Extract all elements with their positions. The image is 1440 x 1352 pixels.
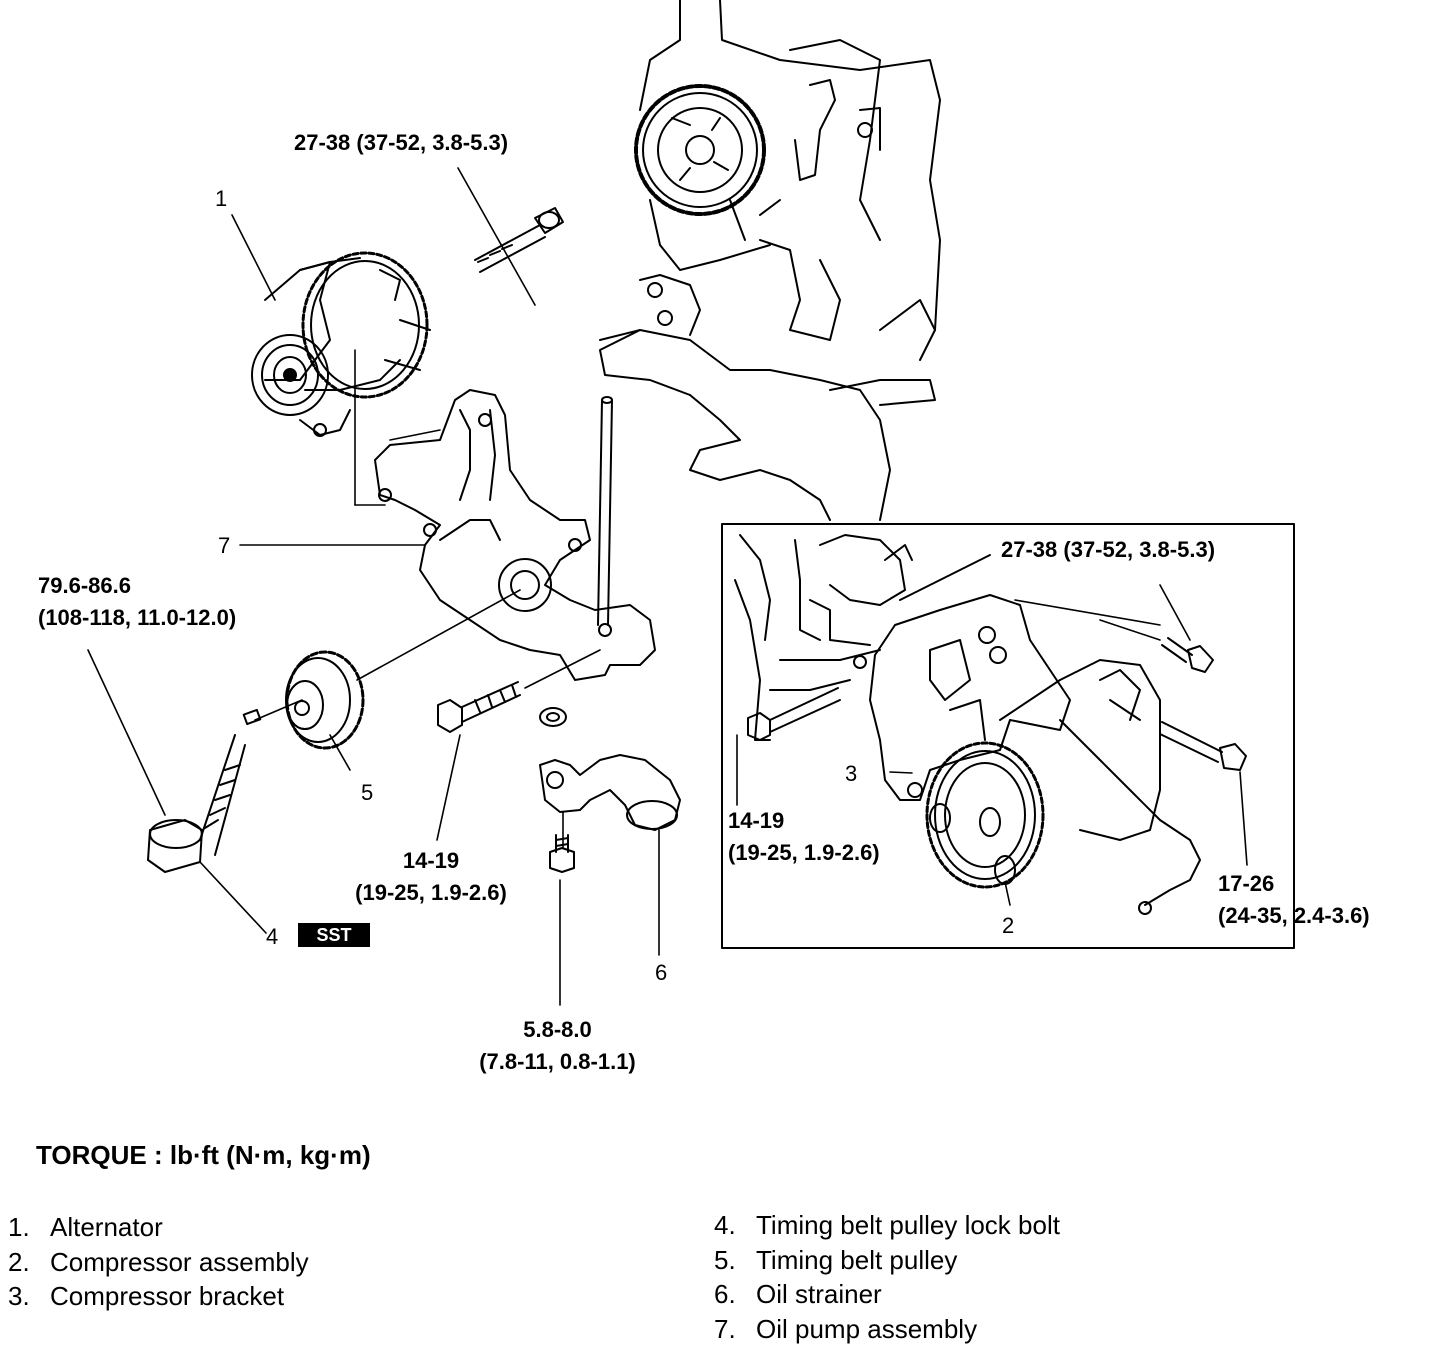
compressor-top-bolt [1161, 637, 1214, 673]
bracket-washer [853, 655, 867, 669]
oil-pump-assembly [374, 389, 656, 681]
legend-item: 5. Timing belt pulley [714, 1243, 1060, 1278]
alternator [251, 251, 431, 437]
compressor-side-bolt [1159, 721, 1247, 771]
legend-number: 5. [714, 1244, 736, 1275]
camshaft-pulley [634, 84, 766, 216]
legend-item: 3. Compressor bracket [8, 1279, 309, 1314]
legend-label: Timing belt pulley [756, 1244, 958, 1275]
legend-right: 4. Timing belt pulley lock bolt 5. Timing … [714, 1208, 1060, 1346]
legend-item: 2. Compressor assembly [8, 1245, 309, 1280]
dipstick-tube [597, 396, 613, 626]
torque-line: (19-25, 1.9-2.6) [355, 880, 507, 905]
legend-item: 1. Alternator [8, 1210, 309, 1245]
torque-bracket-bolt: 14-19 (19-25, 1.9-2.6) [728, 805, 880, 869]
torque-pulley-lock-bolt: 79.6-86.6 (108-118, 11.0-12.0) [38, 570, 236, 634]
timing-belt-pulley [285, 650, 365, 750]
legend-number: 1. [8, 1212, 30, 1242]
torque-line: 14-19 [728, 808, 785, 833]
woodruff-key [242, 708, 262, 726]
torque-oil-pump-bolt: 14-19 (19-25, 1.9-2.6) [331, 845, 531, 909]
alternator-bolt [474, 207, 564, 273]
legend-label: Compressor assembly [50, 1246, 309, 1277]
torque-compressor-top-bolt: 27-38 (37-52, 3.8-5.3) [1001, 534, 1215, 566]
torque-line: (7.8-11, 0.8-1.1) [479, 1049, 636, 1074]
sst-badge: SST [298, 923, 370, 947]
legend-number: 6. [714, 1279, 736, 1309]
callout-2: 2 [1002, 913, 1015, 938]
legend-left: 1. Alternator 2. Compressor assembly 3. Com… [8, 1210, 309, 1314]
callout-5: 5 [361, 780, 374, 805]
compressor-bracket [869, 594, 1071, 801]
torque-unit-heading: TORQUE : lb·ft (N·m, kg·m) [36, 1140, 371, 1170]
torque-strainer-bolt: 5.8-8.0 (7.8-11, 0.8-1.1) [455, 1014, 660, 1078]
callout-6: 6 [655, 960, 668, 985]
strainer-bolt [549, 834, 575, 873]
callout-7: 7 [218, 533, 231, 558]
torque-line: (19-25, 1.9-2.6) [728, 840, 880, 865]
legend-item: 7. Oil pump assembly [714, 1312, 1060, 1347]
oil-strainer [539, 754, 681, 831]
compressor-inset-frame [721, 523, 1295, 949]
inset-leader-lines [736, 584, 1248, 906]
legend-number: 7. [714, 1313, 736, 1344]
bracket-bolt [747, 687, 841, 741]
torque-line: (24-35, 2.4-3.6) [1218, 903, 1370, 928]
torque-line: 27-38 (37-52, 3.8-5.3) [1001, 537, 1216, 562]
legend-number: 3. [8, 1281, 30, 1311]
legend-label: Compressor bracket [50, 1281, 285, 1311]
legend-item: 6. Oil strainer [714, 1277, 1060, 1312]
torque-line: 5.8-8.0 [523, 1017, 592, 1042]
compressor-assembly [925, 659, 1201, 915]
torque-line: (108-118, 11.0-12.0) [38, 605, 237, 630]
torque-compressor-side-bolt: 17-26 (24-35, 2.4-3.6) [1218, 868, 1370, 932]
oil-pump-bolt [437, 681, 521, 733]
legend-label: Timing belt pulley lock bolt [756, 1210, 1060, 1240]
torque-line: 14-19 [402, 848, 460, 873]
legend-item: 4. Timing belt pulley lock bolt [714, 1208, 1060, 1243]
legend-number: 4. [714, 1210, 736, 1240]
washer-hole [546, 712, 560, 722]
engine-block [599, 0, 941, 521]
legend-label: Oil pump assembly [756, 1313, 978, 1344]
torque-line: 17-26 [1218, 871, 1275, 896]
torque-line: 27-38 (37-52, 3.8-5.3) [294, 130, 509, 155]
pulley-lock-bolt [147, 734, 246, 873]
legend-number: 2. [8, 1246, 30, 1277]
callout-4: 4 [266, 924, 279, 949]
legend-label: Alternator [50, 1212, 163, 1242]
legend-label: Oil strainer [756, 1279, 882, 1309]
callout-1: 1 [215, 186, 228, 211]
washer [539, 707, 567, 727]
callout-3: 3 [845, 761, 858, 786]
torque-alternator-bolt: 27-38 (37-52, 3.8-5.3) [294, 127, 508, 159]
leader-lines [87, 167, 660, 1006]
torque-line: 79.6-86.6 [38, 573, 131, 598]
